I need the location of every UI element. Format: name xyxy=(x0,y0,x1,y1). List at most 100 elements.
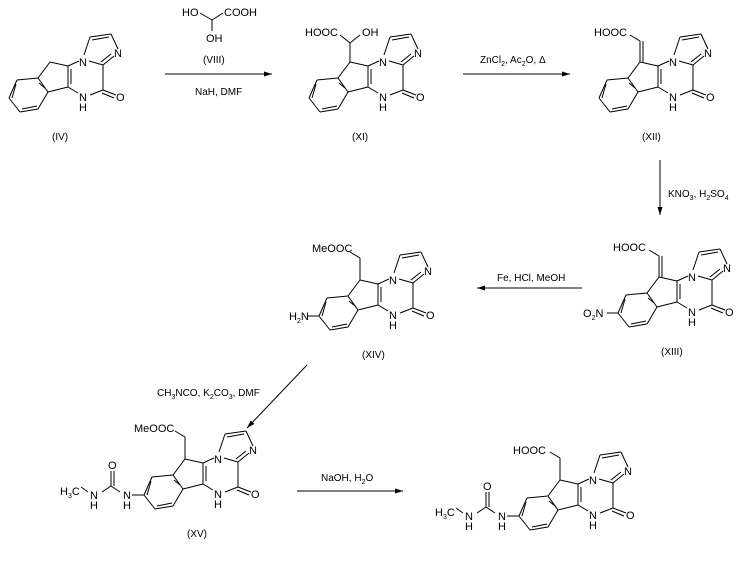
bond xyxy=(102,89,117,96)
reagent-viii-label: (VIII) xyxy=(203,55,225,66)
bond xyxy=(625,292,648,296)
bond xyxy=(547,479,561,497)
bond xyxy=(218,433,226,453)
bond xyxy=(182,483,204,490)
bond xyxy=(711,304,726,311)
bond xyxy=(647,297,655,304)
bond xyxy=(548,500,556,507)
bond xyxy=(173,479,181,486)
nh-h: H xyxy=(688,317,696,329)
bond xyxy=(347,295,359,311)
bond xyxy=(367,60,380,67)
bond xyxy=(629,34,641,42)
side-hooc: HOOC xyxy=(594,27,627,39)
arrow-xiii-to-xiv xyxy=(477,285,582,291)
bond xyxy=(611,105,628,110)
bond xyxy=(599,451,622,456)
bond xyxy=(83,36,91,56)
side-hooc: HOOC xyxy=(613,242,646,254)
bond xyxy=(598,97,611,113)
imidazole-n: N xyxy=(249,445,257,457)
bond xyxy=(49,61,69,67)
bond xyxy=(601,454,620,459)
bond xyxy=(612,473,625,484)
bond xyxy=(19,108,39,113)
arrowhead xyxy=(562,71,570,77)
bond xyxy=(399,251,422,256)
bond xyxy=(711,270,724,281)
side-hooc: HOOC xyxy=(305,27,338,39)
bond xyxy=(237,452,250,463)
bond xyxy=(316,77,339,81)
bond xyxy=(476,506,487,514)
bond xyxy=(318,297,328,317)
bond xyxy=(110,485,121,493)
nh-n: N xyxy=(379,92,387,104)
imidazole-n: N xyxy=(723,263,731,275)
arrowhead xyxy=(264,71,272,77)
bond xyxy=(308,79,318,99)
compound-label-XIV: (XIV) xyxy=(362,350,385,361)
bond xyxy=(627,91,639,110)
bond xyxy=(154,505,174,510)
bond xyxy=(21,105,38,110)
bond xyxy=(172,458,186,476)
bond xyxy=(338,82,346,89)
bond xyxy=(348,300,356,307)
bond xyxy=(593,454,601,474)
bond xyxy=(393,254,401,274)
side-meooc: MeOOC xyxy=(134,423,174,435)
bond xyxy=(691,92,705,99)
methyl-h3c: H3C xyxy=(60,486,80,500)
carbonyl-o: O xyxy=(416,92,425,104)
imidazole-n: N xyxy=(424,266,432,278)
bond xyxy=(172,488,184,507)
bond xyxy=(326,295,349,299)
reagent-viii-ho: HO xyxy=(182,7,199,19)
bond xyxy=(236,489,250,496)
bond xyxy=(637,86,659,93)
bond xyxy=(37,61,51,79)
bond xyxy=(402,55,415,66)
bond xyxy=(547,495,559,511)
bond xyxy=(518,497,528,517)
bond xyxy=(549,451,561,459)
urea-o: O xyxy=(483,481,492,493)
compound-label-XIII: (XIII) xyxy=(661,347,683,358)
bond xyxy=(321,105,338,110)
bond xyxy=(646,306,658,325)
bond xyxy=(679,33,702,38)
bond xyxy=(697,275,713,281)
bond xyxy=(377,304,389,312)
arrowhead xyxy=(247,420,255,428)
bond xyxy=(224,486,239,493)
carbonyl-o: O xyxy=(725,307,734,319)
bond xyxy=(411,310,425,317)
bond xyxy=(226,433,245,438)
bond xyxy=(630,320,647,325)
nh-n: N xyxy=(79,92,87,104)
bond xyxy=(400,53,412,63)
bond xyxy=(67,86,79,94)
bond xyxy=(146,480,152,496)
arrow-iv-to-xi xyxy=(165,71,272,77)
bond xyxy=(91,36,110,41)
urea-h1: H xyxy=(498,521,506,533)
bond xyxy=(620,298,626,314)
n10-atom: N xyxy=(214,454,222,466)
bond xyxy=(700,251,719,256)
bond xyxy=(174,430,186,438)
bond xyxy=(329,326,349,331)
condition-ch3nco: CH3NCO, K2CO3, DMF xyxy=(157,388,260,401)
bond xyxy=(609,108,629,113)
imidazole-n: N xyxy=(624,466,632,478)
imidazole-n: N xyxy=(704,48,712,60)
compound-label-XI: (XI) xyxy=(352,132,368,143)
bond xyxy=(611,510,625,517)
bond xyxy=(531,523,548,528)
bond xyxy=(11,83,17,99)
bond xyxy=(627,61,641,79)
